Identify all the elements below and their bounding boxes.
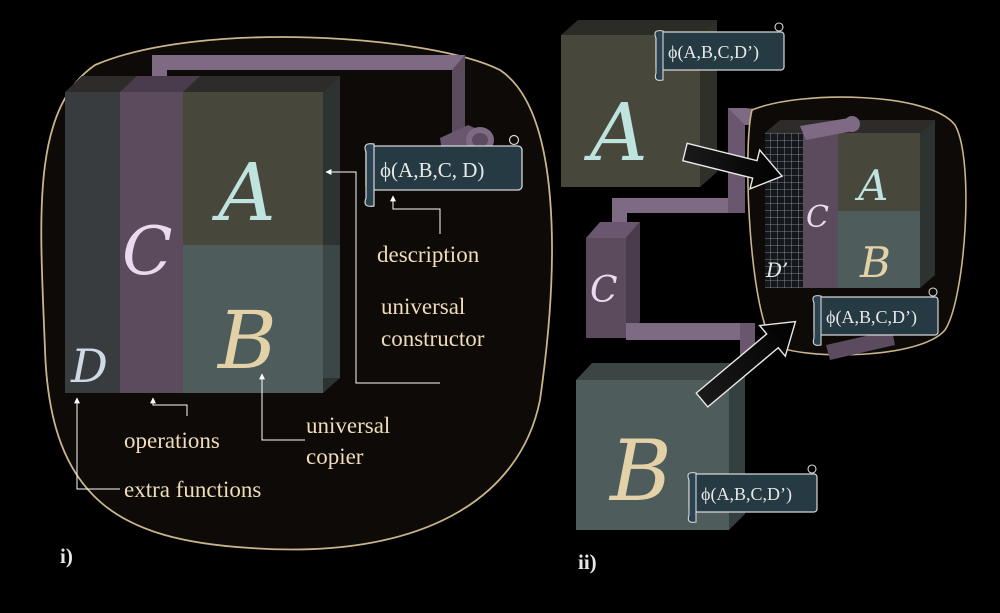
offspring-d-letter: D’: [765, 258, 788, 282]
label-universal-copier-line2: copier: [306, 444, 364, 469]
block-d: [65, 92, 120, 393]
scroll-top-text: ϕ(A,B,C,D’): [668, 42, 759, 63]
label-universal-constructor-line1: universal: [381, 294, 465, 319]
block-top-face: [65, 76, 340, 92]
description-scroll: ϕ(A,B,C, D): [364, 134, 523, 207]
panel-i: A B C D ϕ(A,B,C, D) description universa…: [40, 36, 553, 568]
offspring-block-a: [838, 133, 920, 211]
block-d-letter: D: [70, 339, 108, 393]
offspring-c-letter: C: [806, 200, 829, 235]
block-b: [183, 245, 323, 393]
offspring-machine: A B C D’: [765, 116, 935, 288]
label-description: description: [377, 242, 480, 267]
offspring-block-c: [803, 133, 838, 288]
description-scroll-text: ϕ(A,B,C, D): [380, 158, 484, 182]
block-b-ii-letter: B: [608, 422, 672, 520]
panel-i-label: i): [60, 544, 73, 568]
offspring-scroll-text: ϕ(A,B,C,D’): [826, 307, 917, 328]
block-a: [183, 92, 323, 245]
block-c-ii-letter: C: [590, 270, 618, 311]
offspring-block-b: [838, 211, 920, 288]
label-operations: operations: [124, 428, 220, 453]
scroll-bottom-text: ϕ(A,B,C,D’): [701, 484, 792, 505]
block-a-letter: A: [211, 146, 276, 239]
offspring-a-letter: A: [854, 161, 888, 210]
panel-ii: A ϕ(A,B,C,D’) C B: [561, 20, 967, 574]
panel-ii-label: ii): [578, 550, 597, 574]
block-c: [120, 92, 183, 393]
leader-lines-i: [74, 169, 441, 490]
scroll-top: ϕ(A,B,C,D’): [654, 22, 785, 81]
block-b-letter: B: [216, 294, 277, 387]
label-universal-constructor-line2: constructor: [381, 326, 485, 351]
offspring-b-letter: B: [859, 238, 891, 287]
block-a-ii-letter: A: [583, 86, 648, 179]
offspring-block-d: [765, 133, 803, 288]
label-universal-copier-line1: universal: [306, 413, 390, 438]
scroll-bottom: ϕ(A,B,C,D’): [687, 464, 818, 523]
offspring-scroll: ϕ(A,B,C,D’): [812, 287, 939, 360]
block-c-letter: C: [122, 213, 173, 290]
label-extra-functions: extra functions: [124, 477, 261, 502]
constructor-pipe: [152, 55, 494, 153]
big-arrows: [681, 142, 797, 408]
